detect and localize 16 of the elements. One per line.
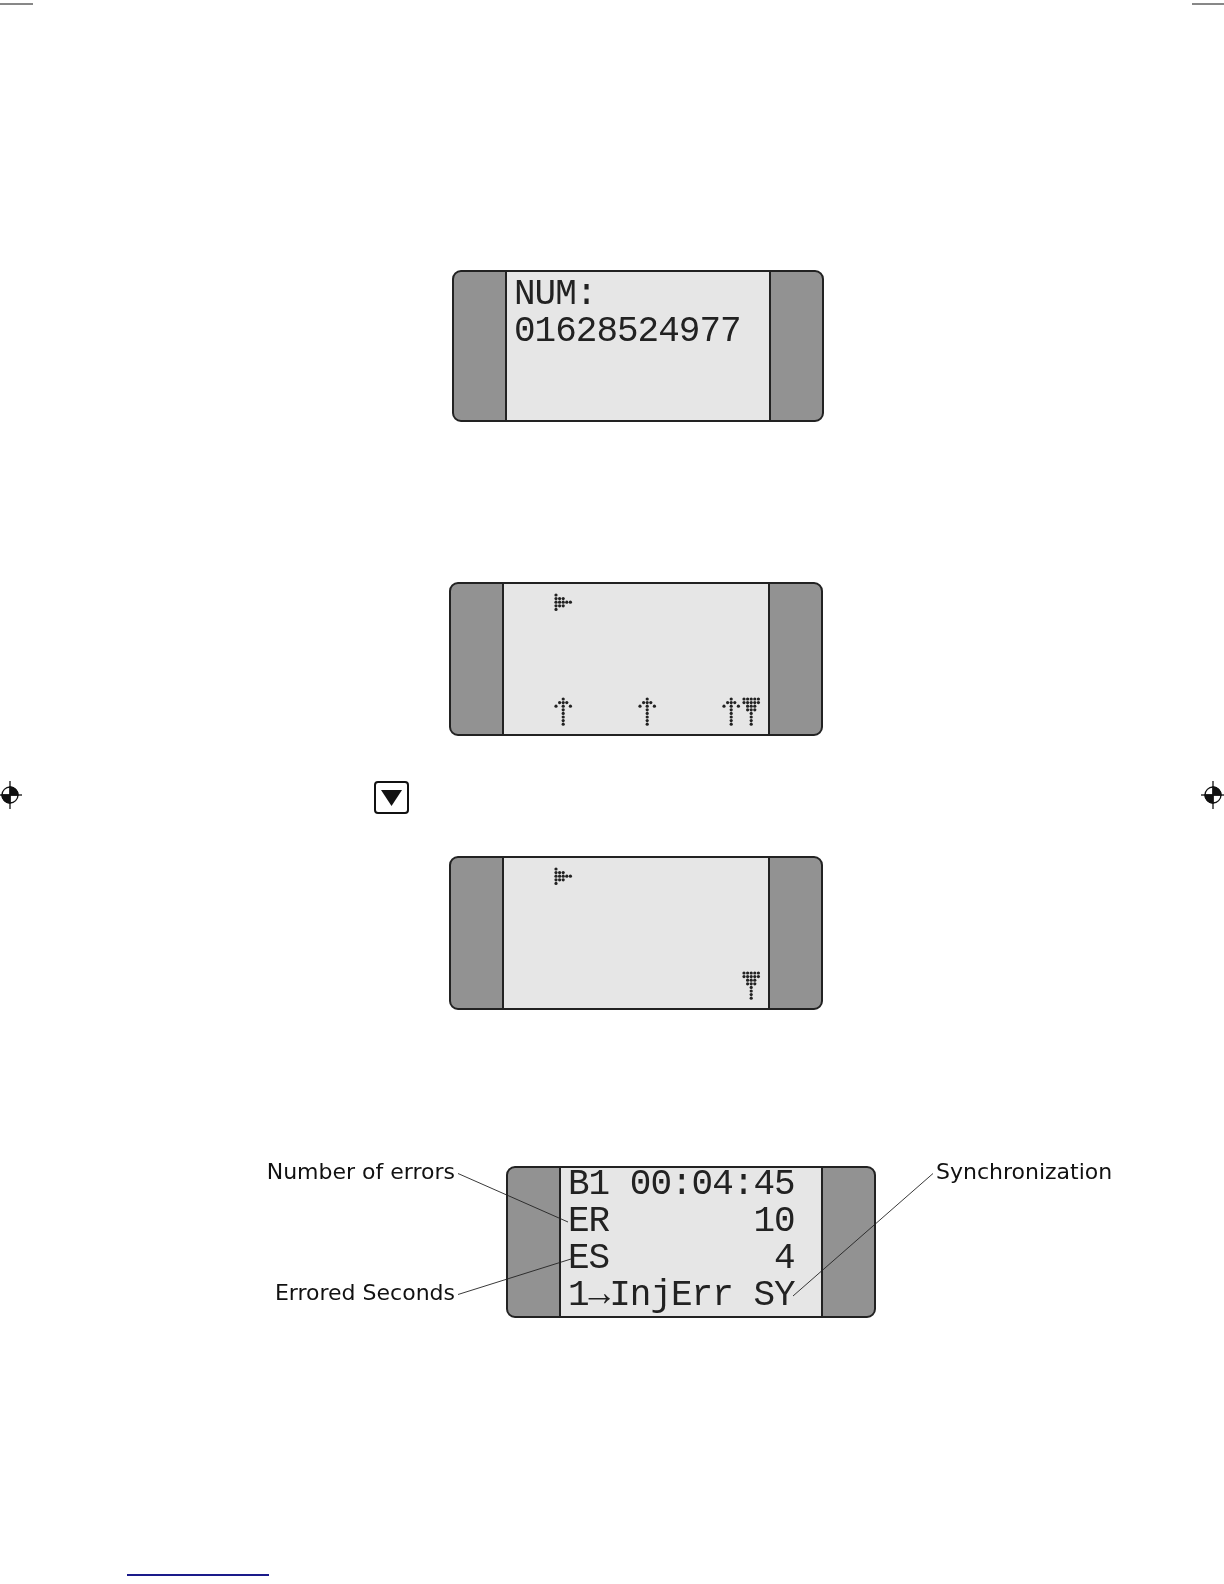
display-text: ER 10	[568, 1203, 795, 1241]
lcd-display	[452, 270, 824, 422]
callout-label: Synchronization	[936, 1159, 1113, 1184]
leader-line	[457, 1258, 572, 1295]
lcd-display	[449, 582, 823, 736]
callout-label: Errored Seconds	[274, 1280, 455, 1305]
lcd-display	[506, 1166, 876, 1318]
callout-label: Number of errors	[266, 1159, 455, 1184]
leader-line	[792, 1173, 934, 1297]
display-text: 1→InjErr SY	[568, 1277, 795, 1315]
display-text: B1 00:04:45	[568, 1168, 795, 1204]
display-text: NUM:	[514, 276, 597, 314]
lcd-display	[449, 856, 823, 1010]
leader-line	[457, 1173, 569, 1223]
display-text: 01628524977	[514, 313, 741, 351]
display-text: ES 4	[568, 1240, 795, 1278]
